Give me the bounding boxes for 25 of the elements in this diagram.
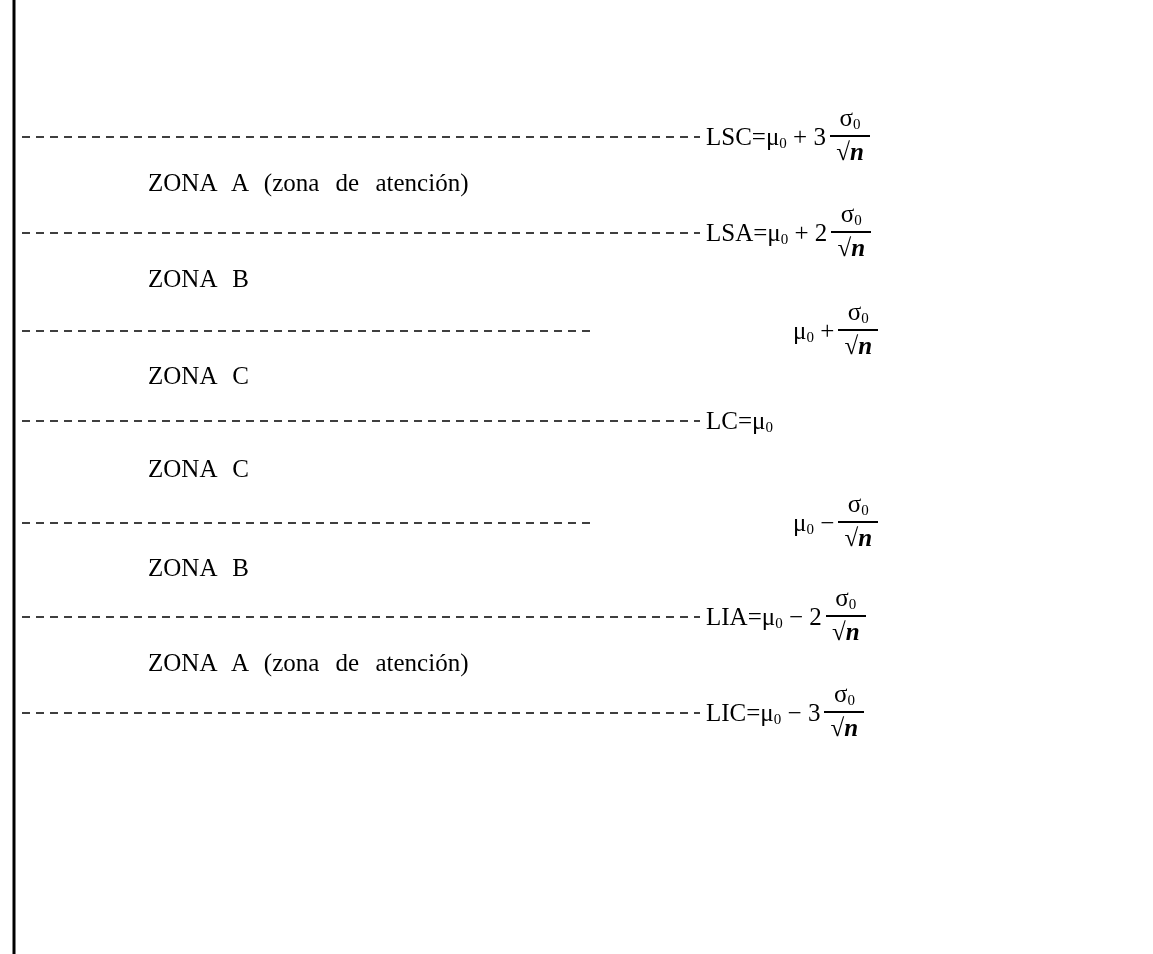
denominator: √n [836,235,867,260]
denominator: √n [835,139,865,164]
limit-formula: LIA=μ$_{0}$ − 2 [706,604,822,631]
limit-formula: LSC=μ$_{0}$ + 3 [706,124,826,151]
zone-label: ZONA B [148,266,249,291]
zone-label: ZONA C [148,456,249,481]
limit-formula: LSA=μ$_{0}$ + 2 [706,220,828,247]
zone-label: ZONA C [148,363,249,388]
numerator: σ$_{0}$ [832,681,856,708]
limit-formula: μ$_{0}$ + [793,318,835,345]
numerator: σ$_{0}$ [839,201,863,228]
denominator: √n [843,525,874,550]
denominator: √n [843,333,874,358]
numerator: σ$_{0}$ [846,491,870,518]
denominator: √n [830,619,861,644]
limit-formula: LC=μ$_{0}$ [706,408,773,435]
zone-label: ZONA A (zona de atención) [148,650,469,675]
limit-formula: μ$_{0}$ − [793,510,835,537]
denominator: √n [829,715,860,740]
numerator: σ$_{0}$ [834,585,858,612]
numerator: σ$_{0}$ [838,105,862,132]
limit-formula: LIC=μ$_{0}$ − 3 [706,700,821,727]
zone-label: ZONA B [148,555,249,580]
numerator: σ$_{0}$ [846,299,870,326]
zone-label: ZONA A (zona de atención) [148,170,469,195]
